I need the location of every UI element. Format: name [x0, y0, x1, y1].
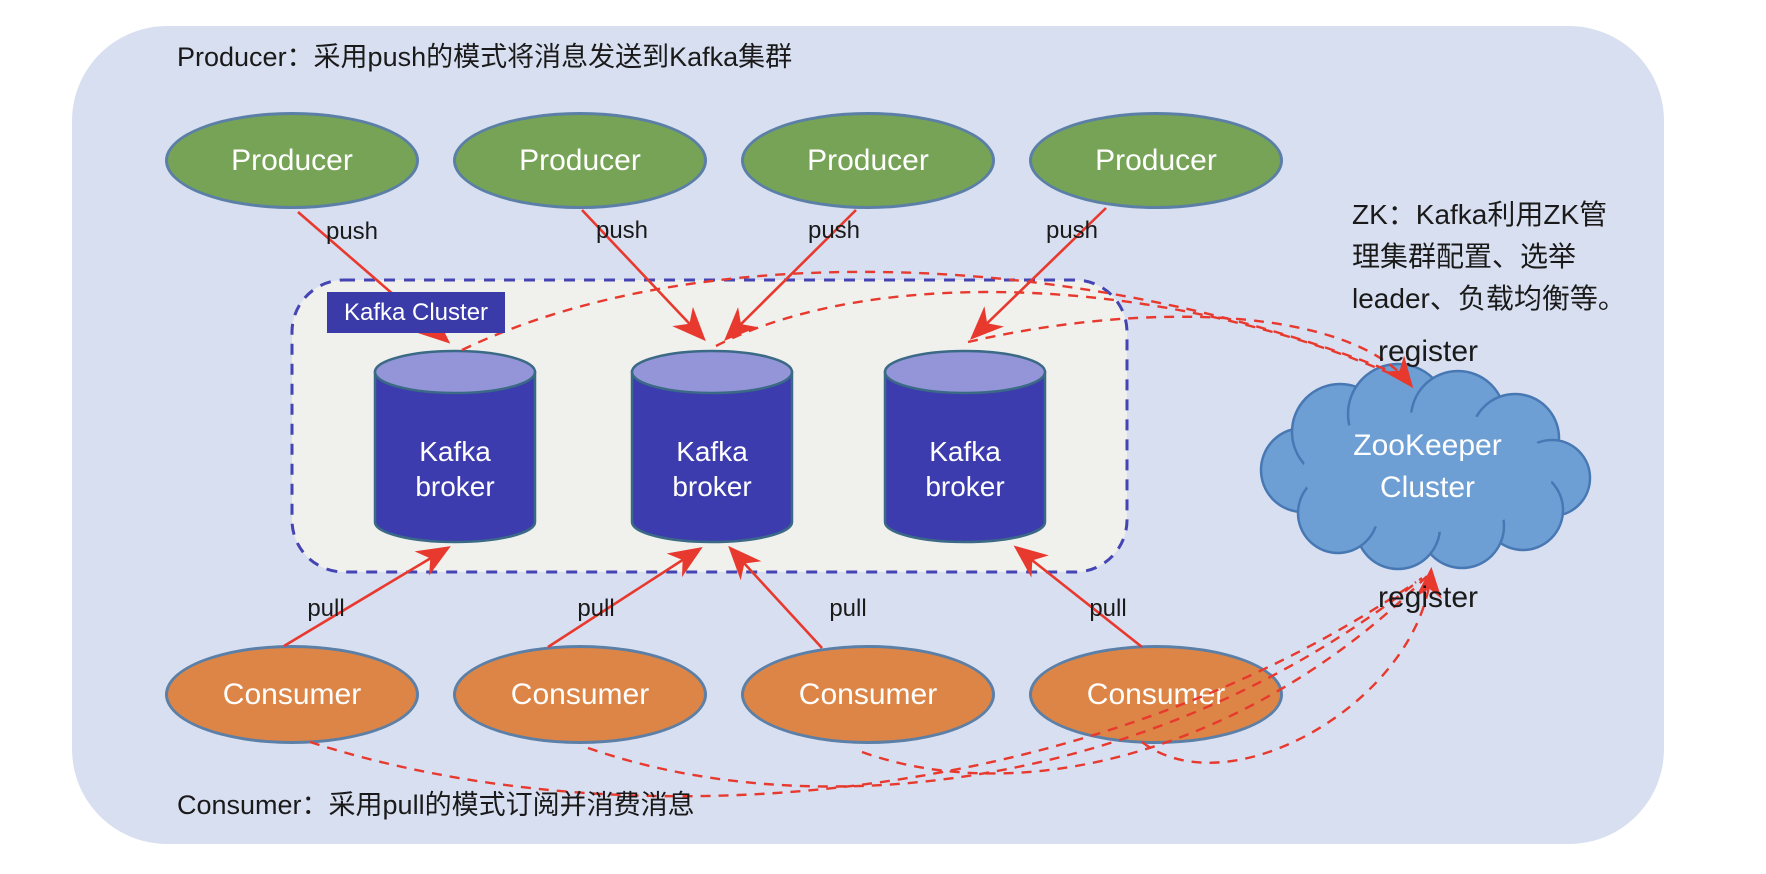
- consumer-note: Consumer：采用pull的模式订阅并消费消息: [177, 790, 695, 820]
- pull-arrow-1: [283, 546, 451, 648]
- pull-arrow-2: [547, 546, 703, 649]
- pull-label-1: pull: [307, 595, 345, 622]
- consumer-label: Consumer: [1086, 677, 1226, 711]
- kafka-cluster-chip-label: Kafka Cluster: [343, 298, 489, 326]
- register-arrow-consumer-3: [861, 574, 1429, 775]
- pull-arrows: [283, 545, 1143, 649]
- consumer-label: Consumer: [222, 677, 362, 711]
- register-label-bottom: register: [1377, 581, 1479, 614]
- kafka-broker-cylinder-3: [883, 349, 1047, 544]
- pull-label-2: pull: [577, 595, 615, 622]
- producer-node-2: Producer: [453, 112, 707, 209]
- register-arrow-consumer-2: [587, 577, 1423, 788]
- broker-register-arrows: [461, 270, 1414, 389]
- pull-arrow-3: [728, 545, 823, 649]
- producer-node-3: Producer: [741, 112, 995, 209]
- producer-label: Producer: [1095, 143, 1217, 177]
- zookeeper-cloud-label: ZooKeeper Cluster: [1353, 429, 1502, 504]
- kafka-broker-label-1: Kafka broker: [415, 436, 495, 502]
- kafka-broker-label-3: Kafka broker: [925, 436, 1005, 502]
- consumer-node-1: Consumer: [165, 645, 419, 744]
- pull-label-4: pull: [1089, 595, 1127, 622]
- pull-label-3: pull: [829, 595, 867, 622]
- register-arrow-broker-1: [461, 270, 1401, 377]
- push-label-3: push: [807, 217, 861, 244]
- producer-label: Producer: [519, 143, 641, 177]
- register-label-top: register: [1377, 335, 1479, 368]
- register-arrow-broker-3: [967, 315, 1414, 389]
- kafka-broker-label-2: Kafka broker: [672, 436, 752, 502]
- zookeeper-note: ZK：Kafka利用ZK管 理集群配置、选举 leader、负载均衡等。: [1352, 199, 1626, 314]
- consumer-node-3: Consumer: [741, 645, 995, 744]
- zookeeper-cloud: [1259, 362, 1592, 571]
- pull-arrow-4: [1013, 545, 1143, 649]
- register-arrow-consumer-1: [309, 581, 1417, 798]
- push-label-1: push: [325, 218, 379, 245]
- producer-note: Producer：采用push的模式将消息发送到Kafka集群: [177, 42, 793, 72]
- push-arrows: [297, 207, 1107, 344]
- register-arrow-consumer-4: [1141, 566, 1442, 764]
- kafka-broker-cylinder-1: [373, 349, 537, 544]
- register-arrow-broker-2: [715, 290, 1406, 382]
- kafka-cluster-chip: Kafka Cluster: [327, 292, 505, 333]
- push-arrow-4: [969, 207, 1107, 340]
- producer-node-1: Producer: [165, 112, 419, 209]
- consumer-node-2: Consumer: [453, 645, 707, 744]
- producer-node-4: Producer: [1029, 112, 1283, 209]
- push-label-4: push: [1045, 217, 1099, 244]
- push-label-2: push: [595, 217, 649, 244]
- kafka-broker-cylinder-2: [630, 349, 794, 544]
- push-arrow-3: [724, 209, 857, 341]
- consumer-label: Consumer: [510, 677, 650, 711]
- producer-label: Producer: [807, 143, 929, 177]
- push-arrow-2: [581, 209, 706, 342]
- producer-label: Producer: [231, 143, 353, 177]
- consumer-label: Consumer: [798, 677, 938, 711]
- consumer-register-arrows: [309, 566, 1442, 798]
